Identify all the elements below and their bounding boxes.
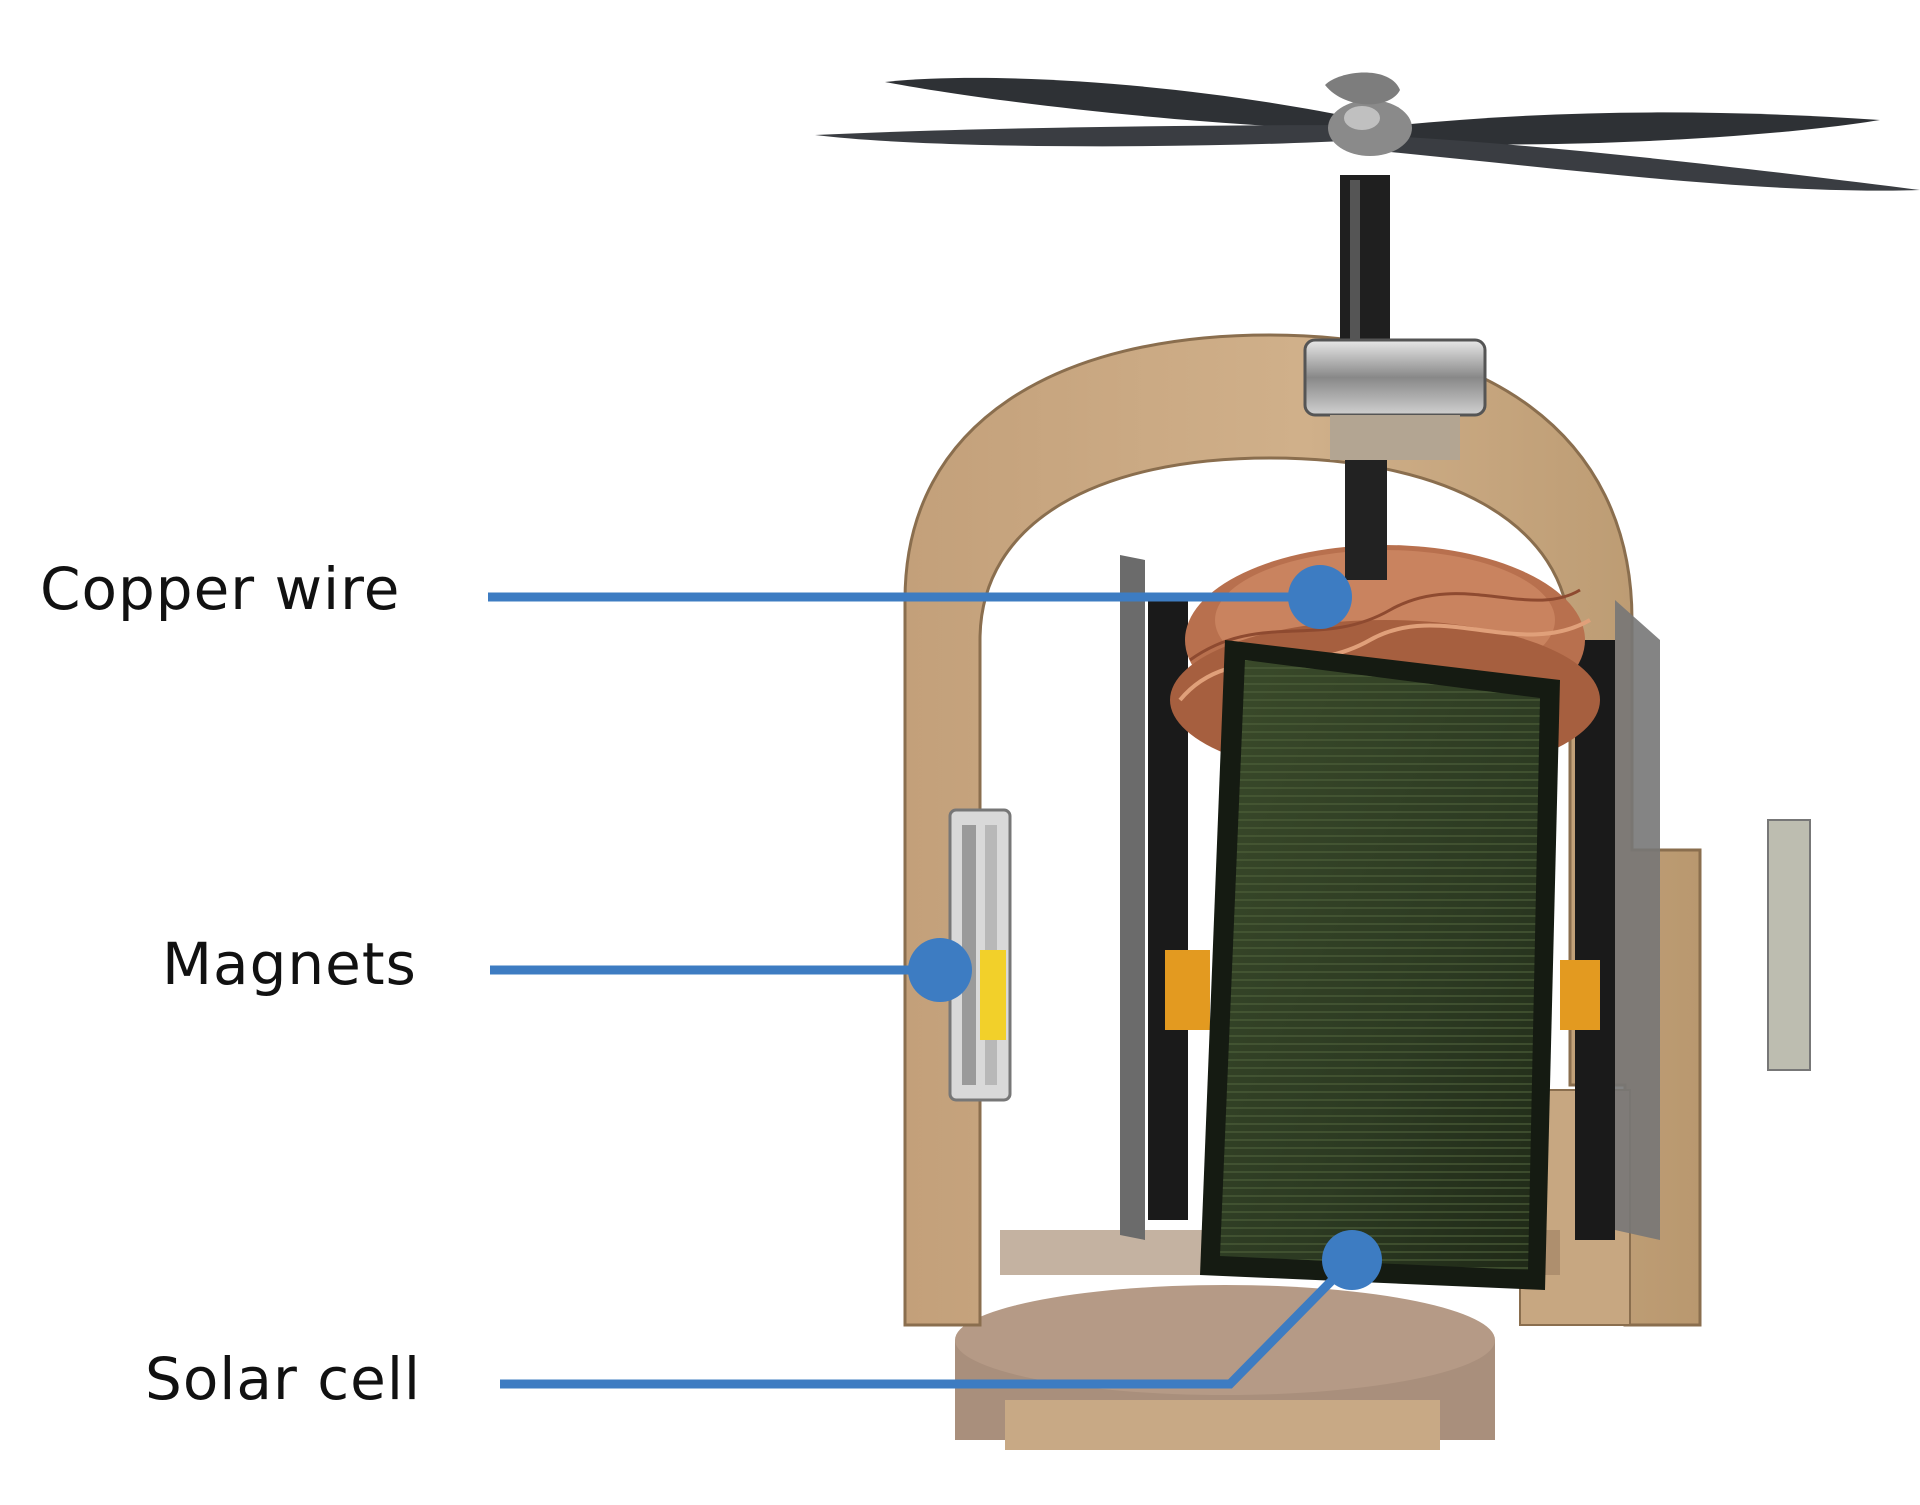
magnet-icon — [948, 808, 1012, 1102]
base-disc — [955, 1285, 1495, 1450]
shaft — [1340, 175, 1390, 580]
callout-copper-wire — [488, 565, 1352, 629]
solar-cell-icon — [1200, 640, 1560, 1290]
magnet-right — [1767, 819, 1811, 1071]
label-copper-wire: Copper wire — [40, 555, 401, 623]
rotor-side-plates — [1120, 555, 1660, 1240]
bearing-ring — [1303, 338, 1487, 460]
callout-magnets — [490, 938, 972, 1002]
label-magnets: Magnets — [162, 930, 417, 998]
callout-solar-cell — [500, 1230, 1382, 1389]
propeller-icon — [815, 72, 1920, 191]
label-solar-cell: Solar cell — [145, 1345, 422, 1413]
